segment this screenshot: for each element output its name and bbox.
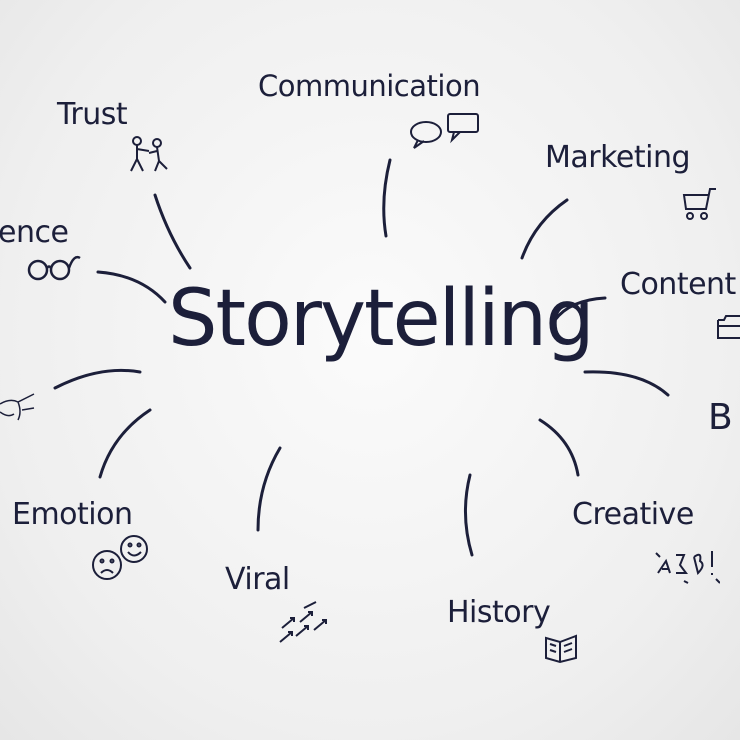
connector-trust (153, 193, 192, 270)
center-title: Storytelling (168, 274, 595, 364)
node-viral: Viral (225, 562, 290, 597)
connector-audience (96, 270, 167, 304)
connector-marketing (520, 198, 569, 260)
book-icon (545, 634, 577, 664)
node-marketing: Marketing (545, 140, 691, 175)
connector-communication (382, 158, 392, 238)
people-icon (130, 136, 168, 172)
connector-emotion (98, 408, 152, 479)
connector-creative (538, 418, 580, 477)
node-history: History (447, 595, 551, 630)
connector-brand (583, 370, 670, 397)
emoji-faces-icon (92, 535, 148, 580)
connector-viral (256, 446, 282, 532)
node-communication: Communication (258, 69, 481, 103)
node-trust: Trust (57, 97, 128, 132)
node-audience: ence (0, 215, 69, 250)
connector-left (53, 368, 142, 390)
node-emotion: Emotion (12, 497, 133, 532)
node-creative: Creative (572, 497, 694, 532)
arrows-icon (279, 601, 327, 643)
creative-doodles-icon (655, 551, 720, 584)
glasses-icon (27, 255, 81, 281)
connector-history (464, 473, 474, 557)
node-brand: B (708, 397, 733, 438)
connector-content (553, 296, 607, 322)
folder-icon (717, 315, 740, 339)
speech-bubbles-icon (410, 113, 479, 149)
node-content: Content (620, 267, 736, 302)
shopping-cart-icon (682, 188, 716, 220)
handshake-icon (0, 393, 35, 421)
